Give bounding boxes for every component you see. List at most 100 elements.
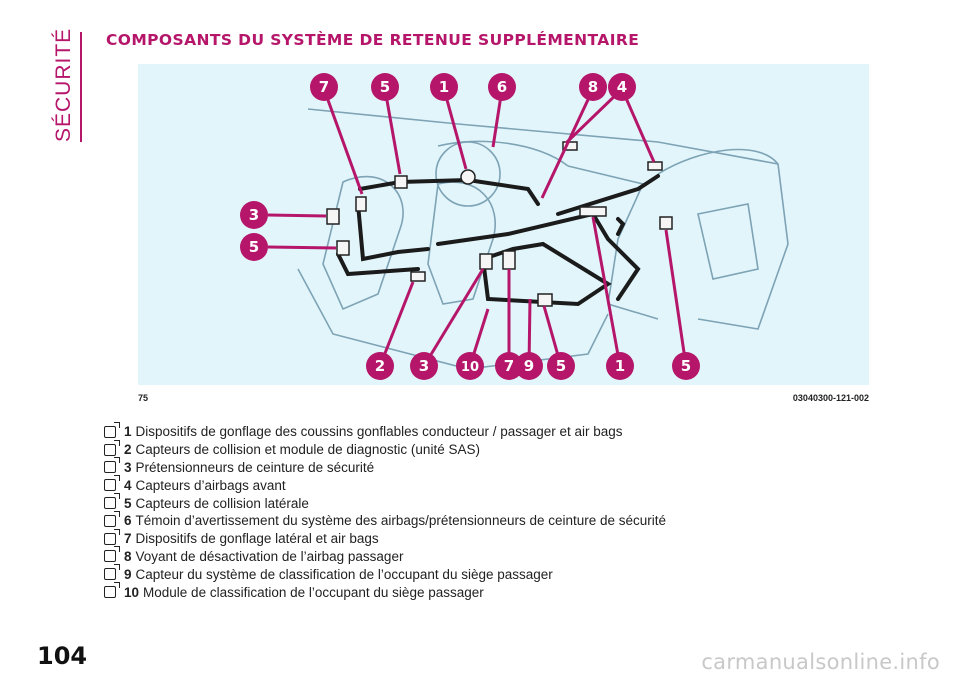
svg-text:7: 7 (504, 357, 514, 375)
callout-5-top: 5 (371, 73, 399, 101)
legend-number: 4 (124, 477, 132, 493)
wiring-harness-left (356, 202, 430, 262)
callout-1-top: 1 (430, 73, 458, 101)
passenger-side-airbag (502, 250, 516, 270)
wiring-harness-lower-left (336, 252, 420, 277)
side-sensor-module (394, 175, 408, 189)
svg-text:9: 9 (524, 357, 534, 375)
checkbox-icon (104, 439, 120, 456)
leader-5-left (267, 245, 337, 250)
checkbox-icon (104, 493, 120, 510)
side-crash-sensor-left (336, 240, 350, 256)
checkbox-icon (104, 564, 120, 581)
section-tab-label: SÉCURITÉ (52, 27, 75, 142)
checkbox-icon (104, 546, 120, 563)
callout-3-left: 3 (240, 201, 268, 229)
callout-4-top: 4 (608, 73, 636, 101)
seatbelt-pretensioner (326, 208, 340, 225)
watermark: carmanualsonline.info (701, 650, 940, 674)
legend-number: 7 (124, 531, 132, 547)
wiring-harness-center (436, 210, 600, 246)
callout-9-bottom: 9 (515, 352, 543, 380)
seat-harness-frame (480, 241, 612, 307)
leader-3-bottom (422, 268, 485, 367)
callout-10-bottom: 10 (456, 352, 484, 380)
svg-text:8: 8 (588, 78, 598, 96)
a-pillar (567, 165, 659, 320)
wiring-harness-side (616, 217, 626, 236)
callout-5-bottom: 5 (547, 352, 575, 380)
svg-text:5: 5 (380, 78, 390, 96)
legend-text: Témoin d’avertissement du système des ai… (135, 513, 667, 529)
passenger-pretensioner (479, 253, 493, 270)
figure-code: 03040300-121-002 (792, 393, 869, 403)
wiring-harness-right (556, 174, 660, 216)
roof-line (307, 108, 779, 165)
svg-text:3: 3 (419, 357, 429, 375)
side-crash-sensor-door (659, 216, 673, 230)
callout-6-top: 6 (488, 73, 516, 101)
legend-number: 6 (124, 513, 132, 529)
leader-1-bottom (591, 216, 622, 367)
airbag-system-illustration: 7 5 1 6 8 4 3 5 2 3 10 7 9 5 1 5 (138, 64, 869, 385)
section-tab: SÉCURITÉ (48, 27, 88, 142)
passenger-airbag-off-lamp (562, 141, 578, 151)
wiring-harness-tunnel (591, 212, 641, 301)
door-handle-area (697, 203, 759, 280)
dashboard-top (437, 140, 569, 167)
callout-5-left: 5 (240, 233, 268, 261)
passenger-airbag-module (579, 206, 607, 217)
svg-text:10: 10 (461, 360, 479, 375)
callout-7-bottom: 7 (495, 352, 523, 380)
car-interior-drawing: 7 5 1 6 8 4 3 5 2 3 10 7 9 5 1 5 (240, 73, 789, 380)
driver-airbag-module (460, 169, 476, 185)
steering-wheel (435, 141, 501, 207)
legend-text: Module de classification de l’occupant d… (143, 584, 484, 600)
legend-number: 9 (124, 566, 132, 582)
leader-3-left (267, 213, 327, 218)
callout-8-top: 8 (579, 73, 607, 101)
legend-number: 10 (124, 584, 140, 600)
svg-text:1: 1 (615, 357, 625, 375)
svg-text:3: 3 (249, 206, 259, 224)
leader-4-top-a (564, 87, 624, 145)
front-airbag-sensor (647, 161, 663, 171)
legend-text: Dispositifs de gonflage des coussins gon… (135, 424, 623, 440)
occupant-classification-sensor (537, 293, 553, 307)
svg-text:2: 2 (375, 357, 385, 375)
leader-4-top-b (620, 88, 656, 163)
checkbox-icon (104, 582, 120, 599)
page-number: 104 (37, 642, 88, 670)
legend-number: 5 (124, 495, 132, 511)
checkbox-icon (104, 421, 120, 438)
legend-text: Voyant de désactivation de l’airbag pass… (135, 548, 404, 564)
legend-number: 8 (124, 548, 132, 564)
svg-text:1: 1 (439, 78, 449, 96)
svg-text:4: 4 (617, 78, 627, 96)
leader-1-top (442, 88, 468, 170)
svg-text:6: 6 (497, 78, 507, 96)
svg-text:5: 5 (249, 238, 259, 256)
legend-text: Dispositifs de gonflage latéral et air b… (135, 531, 379, 547)
callout-5-right: 5 (672, 352, 700, 380)
legend-text: Capteurs de collision et module de diagn… (135, 442, 480, 458)
sas-module (410, 271, 426, 282)
svg-text:5: 5 (681, 357, 691, 375)
callout-2-bottom: 2 (366, 352, 394, 380)
figure-number: 75 (138, 393, 149, 403)
svg-text:5: 5 (556, 357, 566, 375)
leader-2-bottom (378, 281, 415, 367)
legend-text: Capteur du système de classification de … (135, 566, 553, 582)
side-airbag-module (355, 196, 367, 212)
legend-number: 3 (124, 459, 132, 475)
checkbox-icon (104, 475, 120, 492)
callout-1-bottom: 1 (606, 352, 634, 380)
